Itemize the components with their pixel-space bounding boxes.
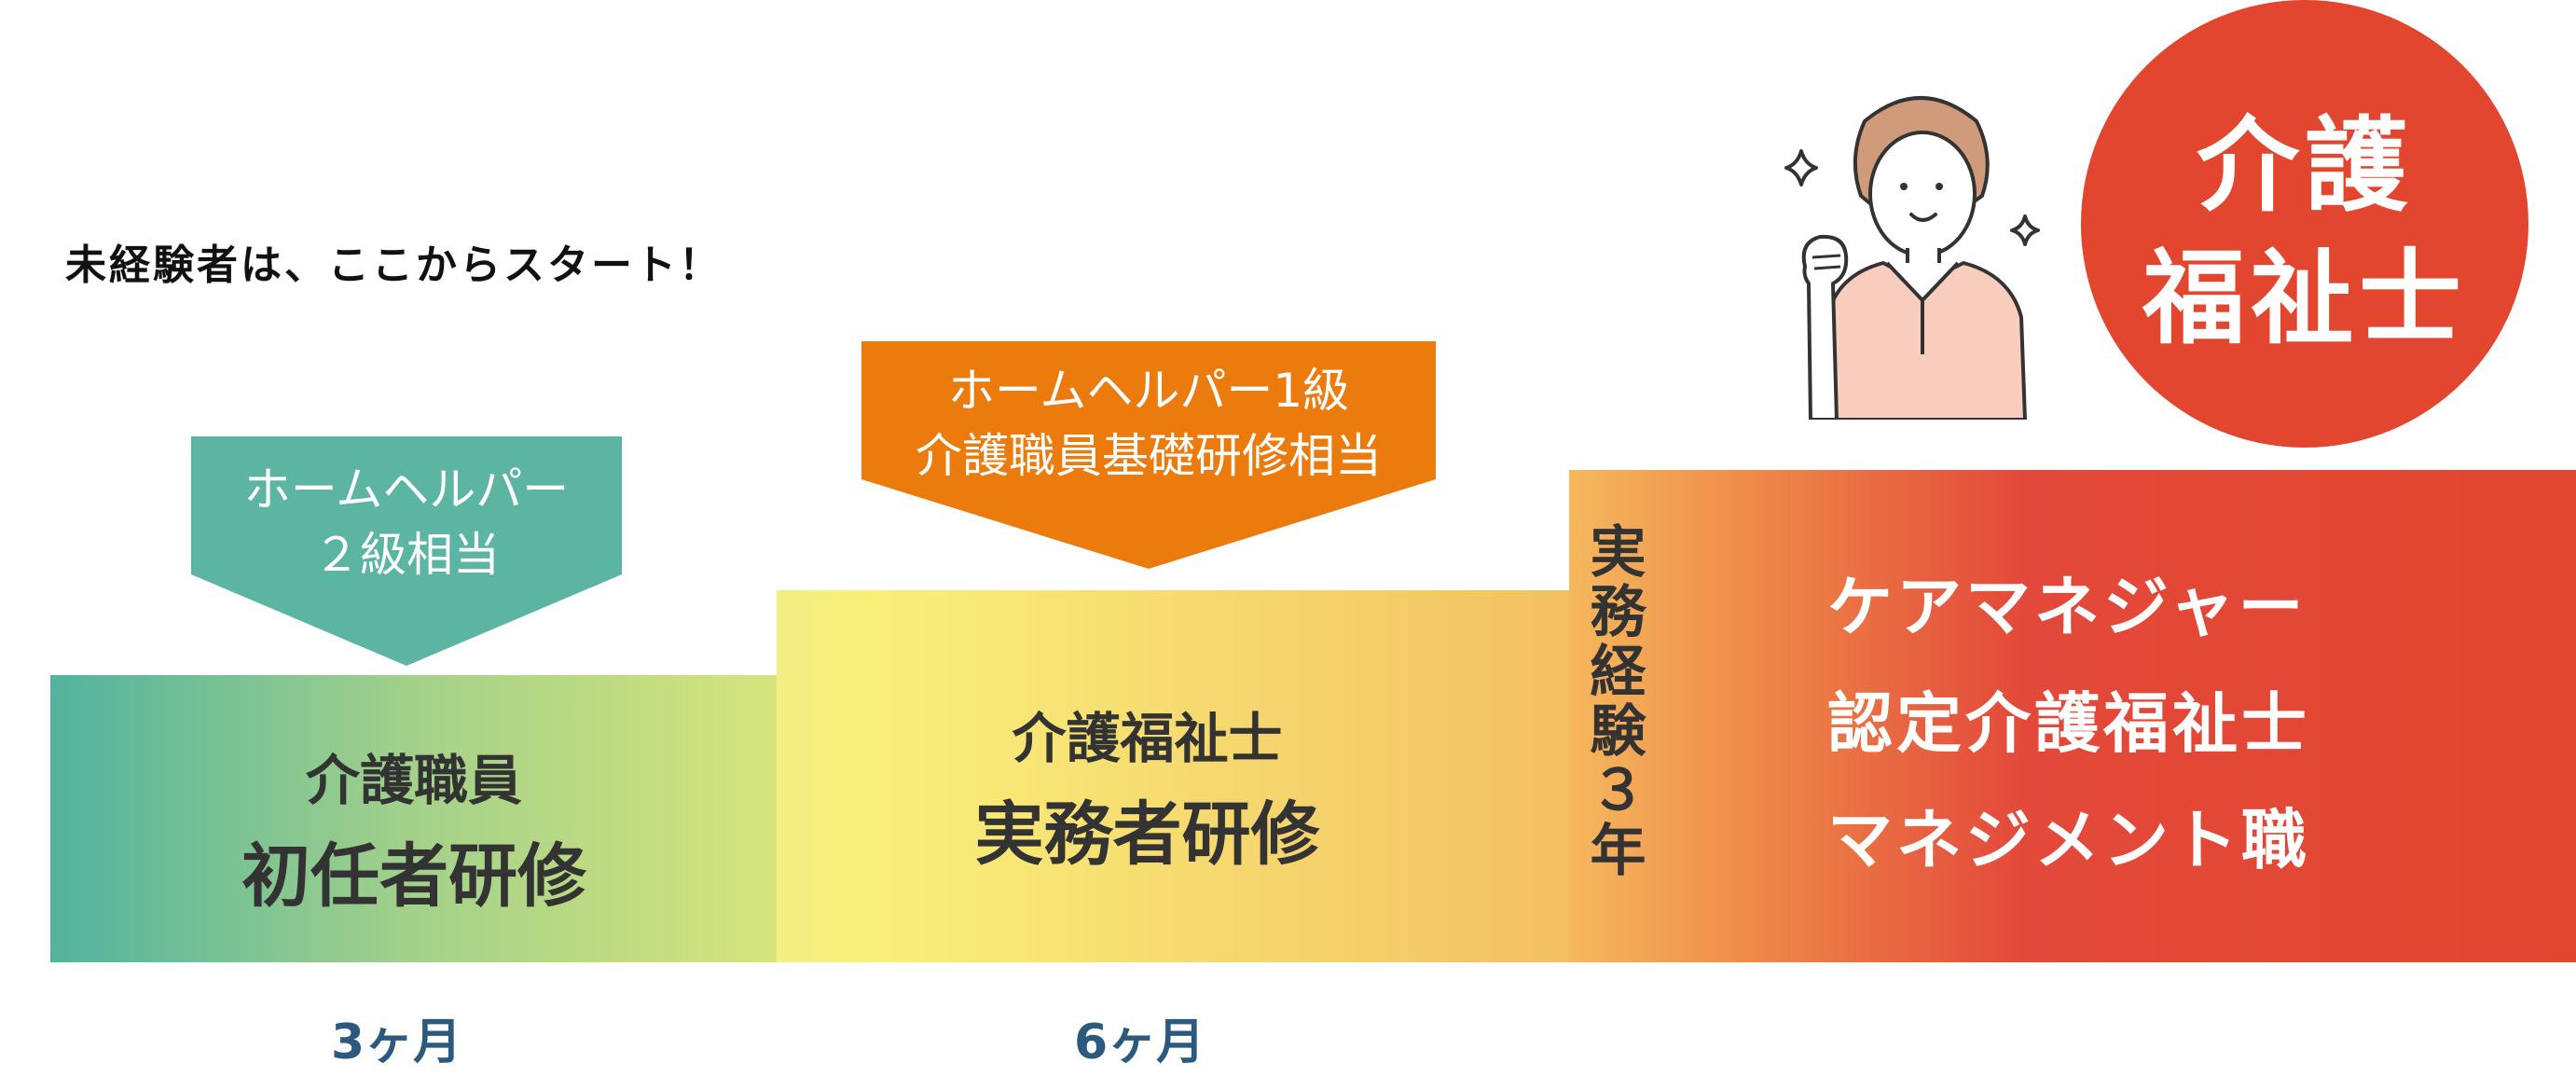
career-steps xyxy=(50,470,2576,962)
stage-2-title: 実務者研修 xyxy=(974,794,1320,875)
callout-green-arrow xyxy=(191,436,622,666)
sparkle-icon xyxy=(1784,149,1818,186)
goal-badge xyxy=(2081,0,2528,448)
callout-green-text: ホームヘルパー ２級相当 xyxy=(191,457,622,587)
callout-orange-line2: 介護職員基礎研修相当 xyxy=(916,429,1382,483)
step-1-band xyxy=(50,675,778,962)
experience-label: 実務経験３年 xyxy=(1580,522,1646,880)
callout-orange-text: ホームヘルパー1級 介護職員基礎研修相当 xyxy=(861,358,1436,489)
callout-orange-line1: ホームヘルパー1級 xyxy=(947,364,1350,418)
goal-certified-care-worker: 認定介護福祉士 xyxy=(1827,685,2310,762)
step-3-band xyxy=(1569,470,2576,962)
intro-text: 未経験者は、ここからスタート！ xyxy=(65,242,723,289)
stage-2-subtitle: 介護福祉士 xyxy=(1012,707,1283,770)
person-icon xyxy=(1784,96,2040,420)
goal-management: マネジメント職 xyxy=(1827,802,2310,878)
callout-orange-arrow xyxy=(861,341,1436,569)
duration-stage-2: 6ヶ月 xyxy=(1074,1015,1205,1070)
step-2-band xyxy=(777,590,1570,962)
sparkle-icon xyxy=(2010,214,2040,246)
stage-1-subtitle: 介護職員 xyxy=(305,749,522,812)
stage-1-title: 初任者研修 xyxy=(241,836,586,917)
badge-line1: 介護 xyxy=(2197,106,2413,226)
callout-green-line2: ２級相当 xyxy=(313,528,500,582)
callout-green-line1: ホームヘルパー xyxy=(243,463,570,517)
badge-line2: 福祉士 xyxy=(2142,239,2467,358)
duration-stage-1: 3ヶ月 xyxy=(331,1015,462,1070)
goal-care-manager: ケアマネジャー xyxy=(1827,569,2307,645)
